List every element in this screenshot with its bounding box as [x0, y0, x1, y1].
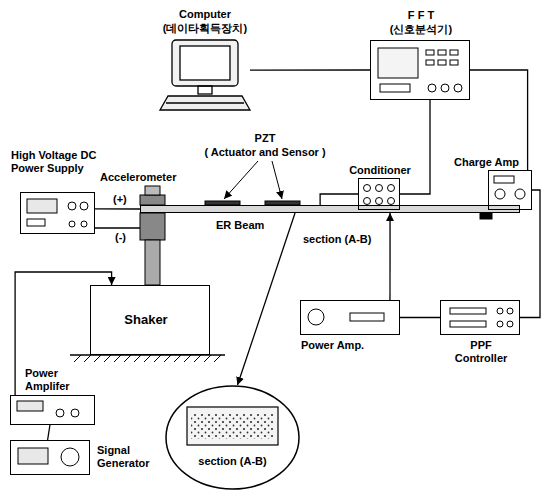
signal-wire	[320, 194, 358, 205]
section-label: section (A-B)	[303, 233, 371, 246]
node-label: ER Beam	[216, 219, 276, 232]
charge-amp: Charge Amp	[488, 170, 532, 210]
node-label: Computer	[150, 8, 260, 21]
inset-ellipse	[166, 386, 299, 489]
node-label: Conditioner	[340, 164, 420, 177]
node-label: Shaker	[91, 313, 201, 326]
hatch-stroke	[84, 355, 91, 362]
section-inset: section (A-B)	[165, 385, 310, 490]
part-label: ( Actuator and Sensor )	[195, 146, 335, 159]
ppf-controller: PPF Controller	[440, 300, 520, 335]
hatch-stroke	[124, 355, 131, 362]
power-amp: Power Amp.	[300, 300, 400, 335]
computer-drawing	[160, 40, 250, 110]
fft-analyzer: F F T(신호분석기)	[370, 40, 470, 100]
signal-wire	[389, 213, 390, 300]
shaker: Shaker	[90, 285, 210, 355]
hatch-stroke	[204, 355, 211, 362]
ground-hatch	[70, 355, 225, 362]
hatch-stroke	[214, 355, 221, 362]
node-label: (신호분석기)	[371, 23, 471, 36]
power-supply: High Voltage DC Power Supply	[20, 192, 95, 234]
signal-wire	[15, 272, 112, 395]
hatch-stroke	[174, 355, 181, 362]
node-label: (데이타획득장치)	[150, 22, 260, 35]
hatch-stroke	[104, 355, 111, 362]
signal-wire	[48, 425, 50, 440]
power-amplifier: Power Amplifer	[10, 395, 95, 425]
power-supply-drawing	[27, 199, 88, 227]
node-label: PPF Controller	[451, 339, 511, 365]
node-label: Charge Amp	[449, 156, 519, 169]
hatch-stroke	[114, 355, 121, 362]
hatch-stroke	[134, 355, 141, 362]
inset-outline	[165, 385, 300, 490]
hatch-stroke	[164, 355, 171, 362]
terminal-label: (-)	[115, 231, 126, 244]
part-label: Accelerometer	[100, 171, 176, 184]
fft-analyzer-drawing	[378, 48, 462, 92]
particles	[191, 413, 274, 439]
node-label: Power Amplifer	[25, 367, 85, 393]
hatch-stroke	[144, 355, 151, 362]
node-label: F F T	[371, 9, 471, 22]
signal-wire	[470, 70, 528, 170]
signal-wire	[250, 69, 370, 70]
part-label: PZT	[240, 132, 290, 145]
computer: Computer(데이타획득장치)	[160, 40, 250, 110]
signal-generator: Signal Generator	[10, 440, 90, 475]
conditioner: Conditioner	[358, 178, 400, 210]
hatch-stroke	[194, 355, 201, 362]
signal-wire	[400, 317, 440, 318]
fluid-layer	[187, 407, 278, 445]
terminal-label: (+)	[113, 193, 127, 206]
node-label: section (A-B)	[165, 455, 300, 468]
signal-wire	[400, 100, 430, 194]
hatch-stroke	[184, 355, 191, 362]
hatch-stroke	[94, 355, 101, 362]
signal-wire	[238, 213, 296, 385]
hatch-stroke	[74, 355, 81, 362]
signal-wire	[95, 208, 140, 209]
node-label: High Voltage DC Power Supply	[11, 149, 111, 175]
clamp-and-beam-parts	[95, 161, 492, 285]
node-label: Signal Generator	[97, 444, 161, 470]
er-beam: ER Beam	[140, 205, 520, 213]
hatch-stroke	[154, 355, 161, 362]
amplifier-details	[17, 176, 525, 466]
node-label: Power Amp.	[301, 339, 381, 352]
